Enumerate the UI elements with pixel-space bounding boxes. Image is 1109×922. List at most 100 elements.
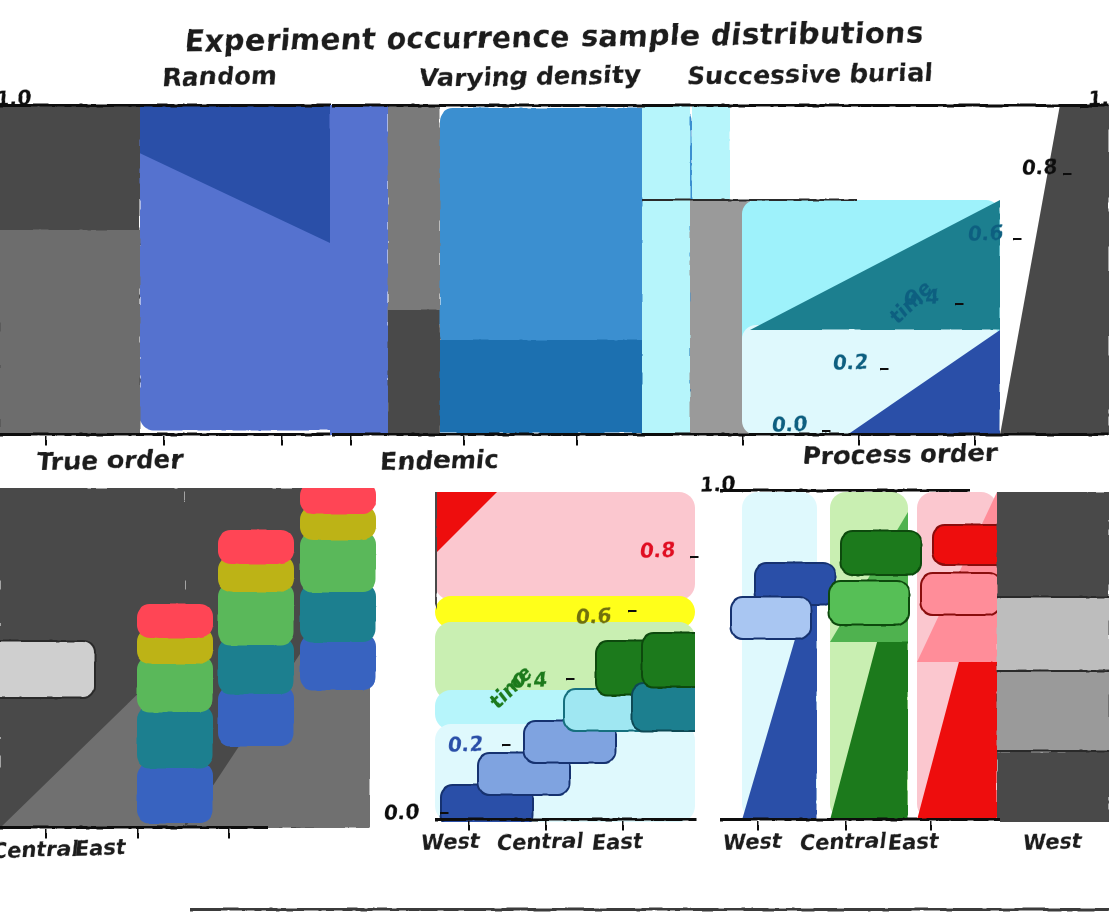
- axis-top-top-successive: [642, 104, 1109, 107]
- figure-title: Experiment occurrence sample distributio…: [183, 15, 926, 59]
- stack-east-green-e: [641, 632, 695, 688]
- xticklabel-true-order-central: Central: [0, 837, 80, 863]
- xticklabel-process-east: East: [886, 829, 941, 855]
- plot-area-bottom-true-order: [0, 488, 400, 828]
- axis-top-endemic: [720, 489, 970, 492]
- xtick-true-order-east: [228, 829, 230, 838]
- ytick-bottom-1.0: [742, 490, 751, 492]
- plot-area-top-varying-density: [330, 105, 730, 435]
- panel-top-varying-density: [330, 105, 730, 435]
- gridline-cropped-2: [1000, 670, 1109, 672]
- panel-top-successive-burial: [642, 105, 1109, 435]
- axis-bottom-top-random: [0, 433, 332, 436]
- panel-title-endemic: Endemic: [379, 445, 501, 476]
- yticklabel-bottom-0.6: 0.6: [574, 603, 613, 629]
- bar-gray-wedge: [690, 200, 750, 435]
- xtick-top-successive-west: [742, 436, 744, 445]
- yticklabel-top-0.6: 0.6: [966, 220, 1005, 246]
- panel-title-random: Random: [161, 61, 279, 92]
- stack-central-red-d: [218, 530, 294, 564]
- xtick-endemic-west: [468, 821, 470, 830]
- stack-west-green-d: [137, 656, 213, 712]
- xtick-top-varying-west: [350, 436, 352, 445]
- gridline-cropped-3: [1000, 750, 1109, 752]
- footer-separator: [190, 908, 1109, 911]
- panel-bottom-endemic: [435, 492, 695, 822]
- ytick-top-0.6: [1013, 238, 1022, 240]
- xtick-endemic-east: [622, 821, 624, 830]
- level-line-successive: [642, 199, 857, 201]
- bar-gray-light-backdrop: [0, 230, 140, 435]
- stack-central-green-d: [218, 583, 294, 645]
- subbar-west-bluelt-f: [730, 596, 812, 640]
- axis-bottom-process-order: [720, 818, 1000, 821]
- stack-west-blue-d: [137, 763, 213, 823]
- xticklabel-process-central: Central: [798, 829, 888, 855]
- bar-gray-light-cropped: [1000, 596, 1109, 670]
- stack-west-teal-d: [137, 706, 213, 768]
- bar-cyan-pale-backdrop: [330, 105, 388, 435]
- bar-gray-pale-block-d: [0, 640, 96, 699]
- xticklabel-endemic-west: West: [419, 829, 482, 855]
- axis-top-top-random: [0, 104, 332, 107]
- stack-east-teal-e: [631, 682, 695, 732]
- xtick-top-random-central: [163, 436, 165, 445]
- panel-bottom-cropped-right: [1000, 492, 1109, 822]
- yticklabel-top-0.2: 0.2: [831, 349, 870, 375]
- xtick-true-order-west: [45, 829, 47, 838]
- xtick-top-successive-central: [858, 436, 860, 445]
- xtick-process-central: [845, 821, 847, 830]
- xtick-top-random-east: [281, 436, 283, 445]
- stack-central-teal-d: [218, 638, 294, 694]
- ytick-bottom-0.6: [628, 610, 637, 612]
- plot-area-top-successive: [642, 105, 1109, 435]
- ytick-top-0.0: [822, 430, 831, 432]
- axis-bottom-top-varying: [332, 433, 642, 436]
- xticklabel-endemic-east: East: [590, 829, 645, 855]
- subbar-central-green-f: [840, 530, 922, 576]
- ytick-bottom-0.2: [502, 744, 511, 746]
- xticklabel-cropped-west: West: [1021, 829, 1084, 855]
- subbar-east-pink-f: [920, 572, 1002, 616]
- ytick-bottom-0.0: [440, 812, 449, 814]
- ytick-top-1.0: [1080, 106, 1089, 108]
- xtick-process-west: [757, 821, 759, 830]
- axis-top-top-varying: [332, 104, 642, 107]
- bar-gray-strip-e: [435, 492, 437, 610]
- bar-gray-mid-cropped: [1000, 670, 1109, 752]
- plot-area-bottom-endemic: [435, 492, 695, 822]
- xtick-top-random-west: [45, 436, 47, 445]
- axis-bottom-true-order: [0, 826, 268, 829]
- stack-east-green-d: [300, 532, 376, 592]
- yticklabel-top-0.0: 0.0: [770, 411, 809, 437]
- xticklabel-process-west: West: [721, 829, 784, 855]
- xticklabel-true-order-east: East: [73, 835, 128, 861]
- xtick-top-varying-east: [576, 436, 578, 445]
- bar-gray-dark-2: [388, 310, 440, 435]
- ytick-bottom-0.4: [566, 678, 575, 680]
- yticklabel-top-1.0: 1.0: [1086, 85, 1109, 111]
- yticklabel-bottom-0.8: 0.8: [638, 537, 677, 563]
- stack-central-blue-d: [218, 686, 294, 746]
- ytick-bottom-0.8: [690, 556, 699, 558]
- stack-east-blue-d: [300, 634, 376, 690]
- axis-bottom-endemic: [435, 818, 697, 821]
- xticklabel-endemic-central: Central: [495, 829, 585, 855]
- subbar-central-greenlt-f: [828, 580, 910, 626]
- xtick-top-varying-central: [463, 436, 465, 445]
- yticklabel-bottom-0.2: 0.2: [446, 731, 485, 757]
- stack-west-red-d: [137, 604, 213, 638]
- stack-east-teal-d: [300, 584, 376, 642]
- panel-title-true-order: True order: [35, 444, 185, 477]
- panel-title-process-order: Process order: [801, 438, 999, 471]
- xtick-endemic-central: [545, 821, 547, 830]
- xtick-top-successive-east: [974, 436, 976, 445]
- axis-bottom-top-successive: [642, 433, 1109, 436]
- panel-title-successive-burial: Successive burial: [686, 58, 934, 91]
- yticklabel-bottom-0.0: 0.0: [382, 799, 421, 825]
- xtick-process-east: [930, 821, 932, 830]
- ytick-top-0.8: [1063, 173, 1072, 175]
- xtick-true-order-central: [137, 829, 139, 838]
- yticklabel-top-0.8: 0.8: [1020, 154, 1059, 180]
